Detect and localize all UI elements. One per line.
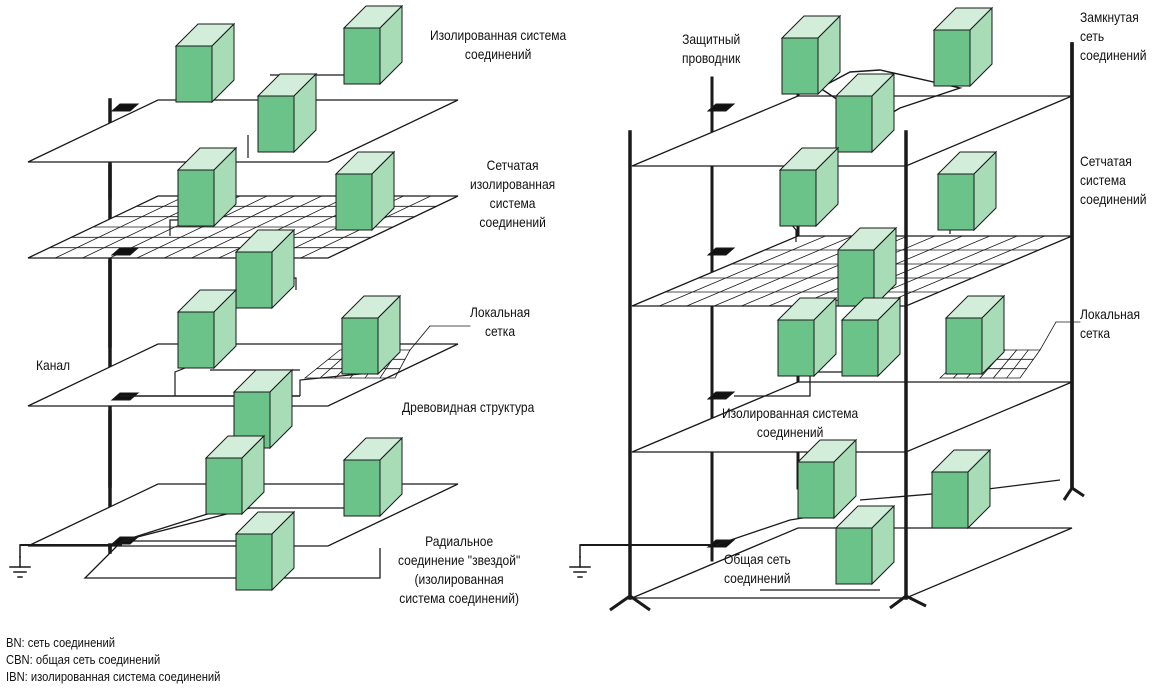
label-tree-structure: Древовидная структура xyxy=(402,399,535,415)
legend: BN: сеть соединений CBN: общая сеть соед… xyxy=(6,634,220,685)
equipment-cabinet-icon xyxy=(334,150,396,232)
connection-line xyxy=(819,69,963,121)
grounding-terminal xyxy=(706,103,736,112)
connection-line xyxy=(121,509,221,542)
cabinet-front xyxy=(177,169,215,227)
cabinet-front xyxy=(835,527,873,585)
grounding-terminal xyxy=(110,247,140,256)
cabinet-front xyxy=(945,317,983,375)
cabinet-front xyxy=(837,249,875,307)
cabinet-front xyxy=(335,173,373,231)
equipment-cabinet-icon xyxy=(234,510,296,592)
cabinet-front xyxy=(205,457,243,515)
connection-line xyxy=(734,372,811,397)
cabinet-front xyxy=(175,45,213,103)
equipment-cabinet-icon xyxy=(932,6,994,88)
equipment-cabinet-icon xyxy=(944,294,1006,376)
callout-line xyxy=(409,325,431,351)
legend-item-cbn: CBN: общая сеть соединений xyxy=(6,652,161,667)
cabinet-front xyxy=(797,461,835,519)
cabinet-front xyxy=(931,471,969,529)
cabinet-front xyxy=(235,251,273,309)
grid-line xyxy=(686,235,854,307)
cabinet-front xyxy=(779,169,817,227)
ground-symbol-icon xyxy=(9,556,31,578)
connection-line xyxy=(1062,485,1085,501)
equipment-cabinet-icon xyxy=(836,226,898,308)
equipment-cabinet-icon xyxy=(930,448,992,530)
cabinet-front xyxy=(933,29,971,87)
label-channel: Канал xyxy=(36,357,71,373)
equipment-cabinet-icon xyxy=(342,4,404,86)
equipment-cabinet-icon xyxy=(834,72,896,154)
cabinet-front xyxy=(341,317,379,375)
equipment-cabinet-icon xyxy=(256,72,318,154)
legend-item-ibn: IBN: изолированная система соединений xyxy=(6,669,221,684)
equipment-cabinet-icon xyxy=(840,296,902,378)
equipment-cabinet-icon xyxy=(340,294,402,376)
equipment-cabinet-icon xyxy=(204,434,266,516)
ground-symbol-icon xyxy=(569,556,591,578)
equipment-cabinet-icon xyxy=(234,228,296,310)
cabinet-front xyxy=(235,533,273,591)
equipment-cabinet-icon xyxy=(176,146,238,228)
cabinet-front xyxy=(343,27,381,85)
equipment-cabinets xyxy=(174,4,1006,592)
equipment-cabinet-icon xyxy=(176,288,238,370)
equipment-cabinet-icon xyxy=(936,150,998,232)
connection-line xyxy=(83,540,381,579)
equipment-cabinet-icon xyxy=(780,14,842,96)
callout-line xyxy=(1039,321,1057,351)
equipment-cabinet-icon xyxy=(776,296,838,378)
equipment-cabinet-icon xyxy=(778,146,840,228)
grounding-terminal xyxy=(706,391,736,400)
connection-line xyxy=(121,507,360,542)
cabinet-front xyxy=(343,459,381,517)
grid-line xyxy=(1006,349,1029,379)
equipment-cabinet-icon xyxy=(174,22,236,104)
cabinet-front xyxy=(781,37,819,95)
cabinet-front xyxy=(835,95,873,153)
grounding-terminal xyxy=(706,247,736,256)
legend-item-bn: BN: сеть соединений xyxy=(6,635,115,650)
grounding-terminal xyxy=(110,103,140,112)
equipment-cabinet-icon xyxy=(796,438,858,520)
cabinet-front xyxy=(257,95,295,153)
grid-line xyxy=(658,235,826,307)
connection-line xyxy=(609,594,651,612)
equipment-cabinet-icon xyxy=(342,436,404,518)
cabinet-front xyxy=(777,319,815,377)
grid-line xyxy=(992,349,1018,379)
equipment-cabinet-icon xyxy=(834,504,896,586)
cabinet-front xyxy=(937,173,975,231)
front-layer xyxy=(9,42,1085,612)
cabinet-front xyxy=(841,319,879,377)
cabinet-front xyxy=(177,311,215,369)
plate-isolated-bn xyxy=(27,99,459,163)
connection-line xyxy=(889,594,927,610)
